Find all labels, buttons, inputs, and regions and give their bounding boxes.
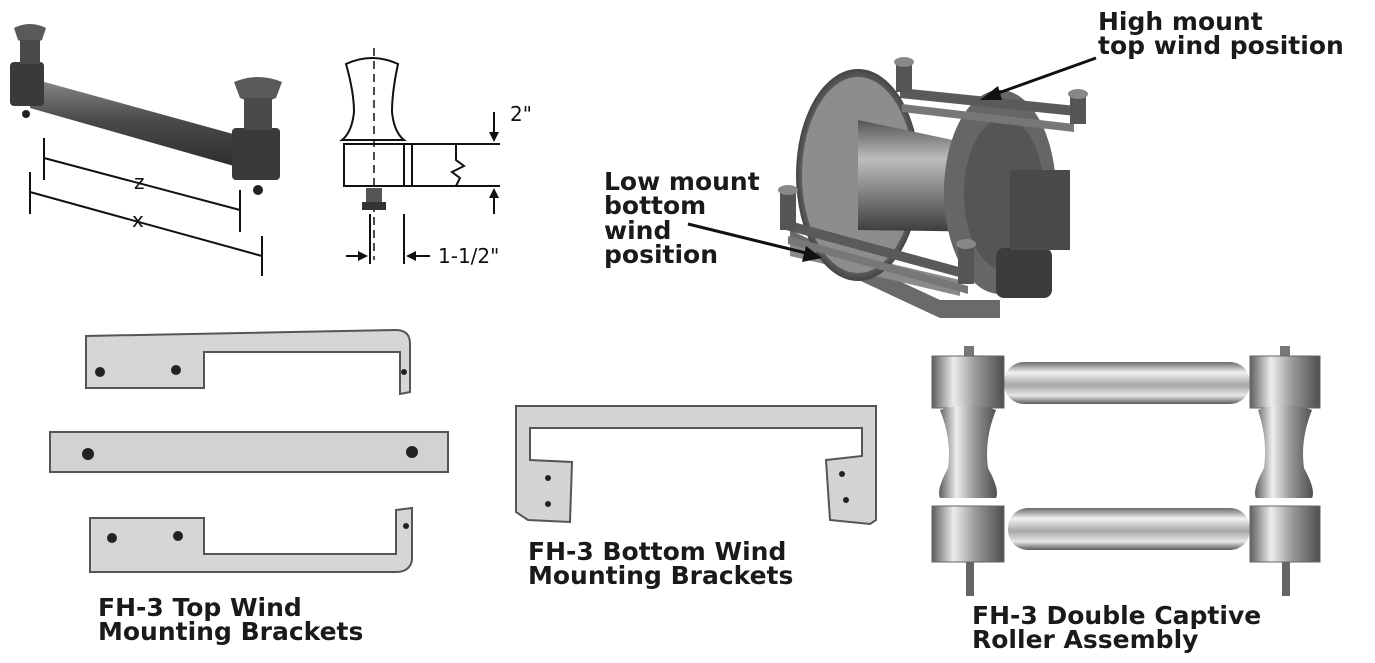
reel-motor: [996, 248, 1052, 298]
hose-reel-photo: [687, 56, 1097, 318]
left-upper-block: [931, 355, 1005, 409]
bottom-wind-caption-line-2: Mounting Brackets: [528, 560, 794, 590]
top-wind-caption-line-2: Mounting Brackets: [98, 616, 364, 646]
left-post-roller: [14, 24, 46, 43]
top-bracket-2: [49, 431, 449, 473]
right-upper-block: [1249, 355, 1321, 409]
high-mount-arrow: [989, 56, 1097, 98]
z-dimension-line: [43, 157, 241, 211]
high-mount-line-2: top wind position: [1098, 30, 1344, 60]
height-dimension-label: 2": [510, 102, 532, 126]
top-bracket-1: [85, 328, 411, 396]
left-spool: [939, 405, 997, 498]
reel-base-frame: [790, 230, 1000, 318]
top-bracket-3: [89, 506, 413, 573]
top-wind-caption-line-1: FH-3 Top Wind: [98, 593, 302, 622]
bottom-post-right: [958, 244, 974, 284]
bottom-wind-caption-line-1: FH-3 Bottom Wind: [528, 537, 787, 566]
lower-roller: [1008, 508, 1250, 550]
roller-outline: [339, 57, 407, 141]
right-lower-block: [1249, 505, 1321, 563]
low-mount-label: Low mount bottom wind position: [604, 167, 760, 269]
right-post-block: [232, 128, 280, 180]
bottom-wind-bracket: [515, 405, 877, 526]
top-post-right: [1070, 94, 1086, 124]
upper-roller: [1004, 362, 1250, 404]
low-mount-line-4: position: [604, 239, 719, 269]
left-post-block: [10, 62, 44, 106]
double-captive-caption: FH-3 Double Captive Roller Assembly: [972, 601, 1262, 654]
z-dimension-label: z: [134, 170, 145, 194]
low-mount-line-1: Low mount: [604, 167, 760, 196]
high-mount-line-1: High mount: [1098, 7, 1263, 36]
roller-guide-assembly: [10, 24, 282, 276]
top-wind-caption: FH-3 Top Wind Mounting Brackets: [98, 593, 364, 646]
left-lower-block: [931, 505, 1005, 563]
high-mount-label: High mount top wind position: [1098, 7, 1344, 60]
low-mount-line-2: bottom: [604, 191, 707, 221]
roller-detail-drawing: [339, 48, 500, 264]
double-captive-caption-line-2: Roller Assembly: [972, 624, 1199, 654]
low-mount-arrow: [687, 222, 811, 256]
bottom-roller-bar: [786, 220, 970, 280]
low-mount-line-3: wind: [604, 215, 672, 245]
guide-bar: [30, 78, 255, 172]
double-captive-roller: [931, 346, 1321, 596]
width-dimension-label: 1-1/2": [438, 244, 500, 268]
x-dimension-line: [29, 191, 263, 257]
top-post-left: [896, 62, 912, 92]
bottom-bracket: [515, 405, 877, 526]
right-spool: [1255, 405, 1313, 498]
bottom-post-left: [780, 190, 796, 230]
x-dimension-label: x: [132, 208, 144, 232]
double-captive-caption-line-1: FH-3 Double Captive: [972, 601, 1262, 630]
right-post-roller: [234, 77, 282, 102]
top-wind-brackets: [49, 328, 449, 573]
top-roller-bar: [900, 88, 1076, 116]
bottom-wind-caption: FH-3 Bottom Wind Mounting Brackets: [528, 537, 794, 590]
